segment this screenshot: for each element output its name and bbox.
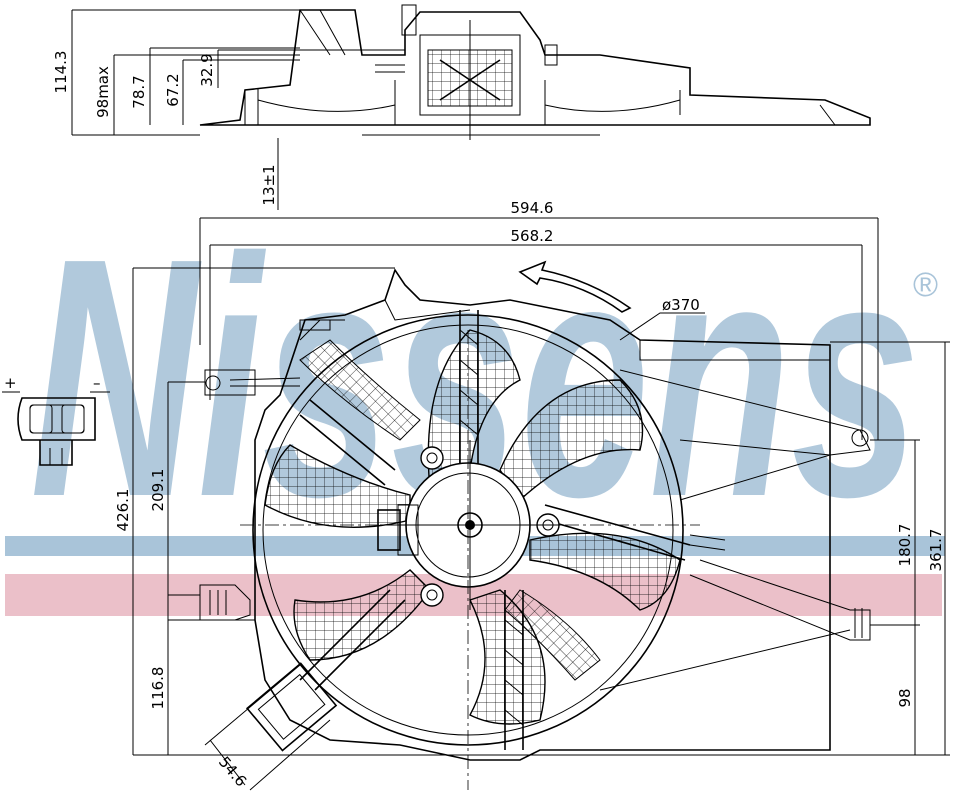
dim-right-361: 361.7: [927, 529, 945, 572]
dim-fan-diameter: ø370: [662, 296, 700, 314]
fan-ring: [252, 314, 684, 746]
shroud: [199, 268, 871, 761]
dim-side-total: 114.3: [52, 51, 70, 94]
dim-height-mid: 209.1: [149, 469, 167, 512]
rotation-arrow-icon: [518, 260, 632, 313]
electrical-connector: + –: [2, 374, 110, 466]
connector-plus-label: +: [4, 374, 17, 392]
left-dimensions: 426.1 209.1 116.8: [114, 267, 830, 756]
dim-width-inner: 568.2: [511, 227, 554, 245]
dim-height-total: 426.1: [114, 489, 132, 532]
dim-right-98: 98: [896, 688, 914, 707]
mounting-tab: [245, 662, 338, 752]
dim-width-outer: 594.6: [511, 199, 554, 217]
dim-side-67: 67.2: [164, 73, 182, 106]
dim-offset: 13±1: [260, 164, 278, 205]
registered-mark: ®: [913, 266, 938, 304]
dim-height-low: 116.8: [149, 667, 167, 710]
side-dimensions: 114.3 98max 78.7 67.2 32.9 13±1: [52, 9, 405, 210]
side-view: [199, 4, 871, 140]
dim-side-max: 98max: [94, 66, 112, 118]
dim-side-32: 32.9: [198, 53, 216, 86]
dim-right-180: 180.7: [896, 524, 914, 567]
right-dimensions: 180.7 361.7 98: [830, 341, 950, 756]
dim-side-78: 78.7: [130, 75, 148, 108]
width-dimensions: 594.6 568.2 ø370: [199, 199, 879, 440]
fan-blades: [264, 329, 681, 725]
connector-minus-label: –: [93, 374, 101, 392]
support-struts: [299, 310, 691, 750]
